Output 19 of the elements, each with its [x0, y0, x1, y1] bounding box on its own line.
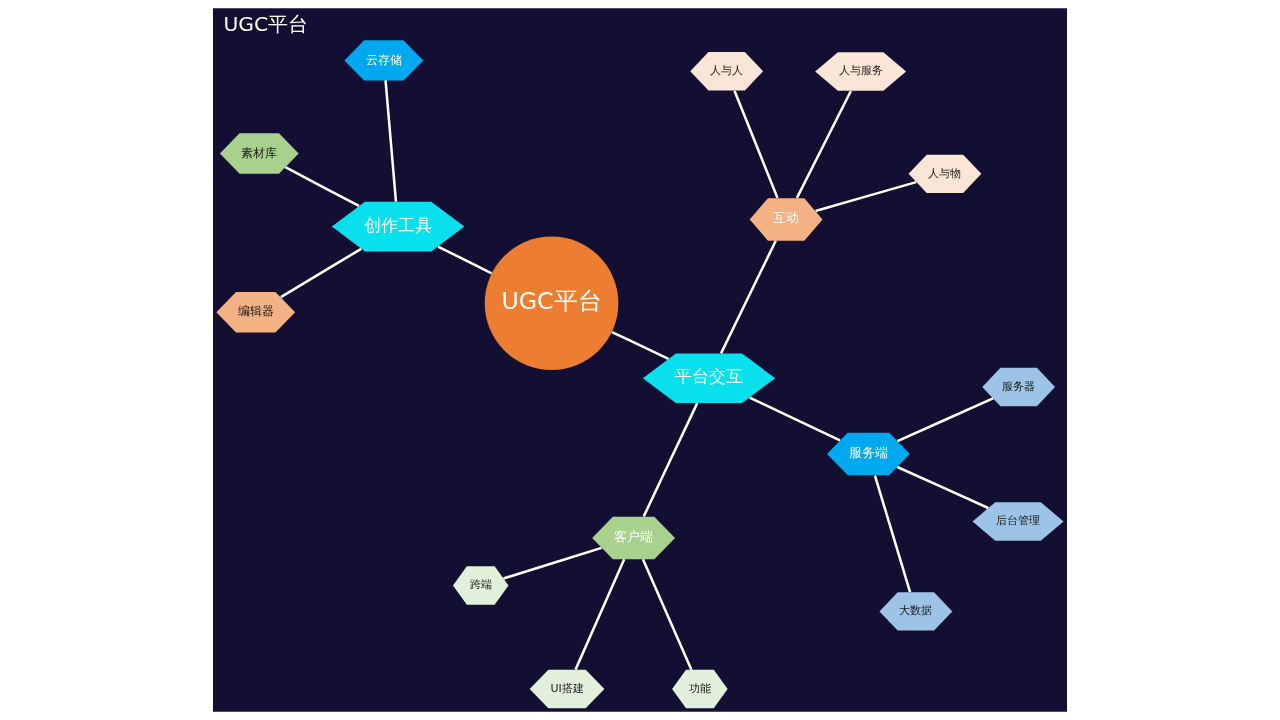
connector — [719, 240, 777, 354]
connector — [384, 80, 398, 202]
connector — [437, 245, 493, 275]
connector — [641, 558, 693, 671]
connector — [749, 396, 841, 442]
connector — [896, 397, 994, 443]
connector — [503, 546, 602, 580]
connector — [733, 90, 779, 199]
connector — [280, 247, 362, 299]
connector — [873, 475, 912, 593]
connector — [611, 330, 669, 361]
node-circle: UGC平台 — [484, 236, 619, 371]
connector — [795, 90, 852, 199]
connector — [642, 402, 699, 517]
connector — [815, 180, 917, 213]
connector — [896, 465, 989, 510]
connector — [574, 558, 626, 671]
connector — [284, 166, 360, 208]
diagram-title: UGC平台 — [223, 12, 309, 37]
